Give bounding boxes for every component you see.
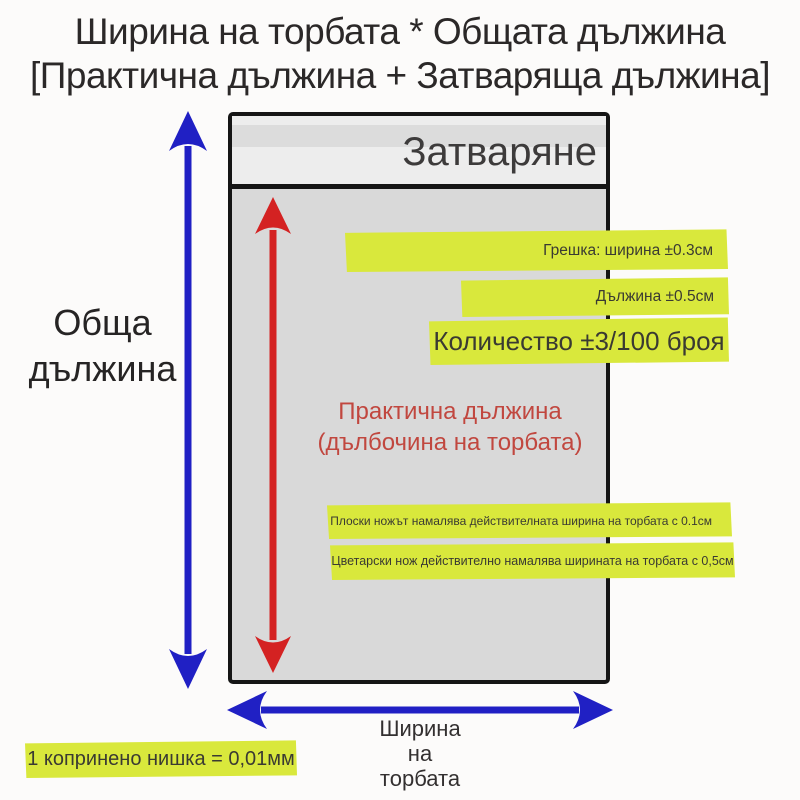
highlight-length-tolerance-text: Дължина ±0.5см <box>595 288 714 305</box>
total-length-line-2: дължина <box>28 348 177 389</box>
title-line-1: Ширина на торбата * Общата дължина <box>74 11 726 52</box>
highlight-length-tolerance: Дължина ±0.5см <box>461 277 729 317</box>
total-length-label: Обща дължина <box>10 300 195 392</box>
highlight-error-width-text: Грешка: ширина ±0.3см <box>543 241 713 259</box>
practical-length-label: Практична дължина (дълбочина на торбата) <box>300 396 600 458</box>
total-length-arrow-icon <box>169 111 207 689</box>
flap-label: Затваряне <box>402 130 597 174</box>
highlight-error-width: Грешка: ширина ±0.3см <box>345 229 728 272</box>
practical-length-line-1: Практична дължина <box>338 398 562 425</box>
highlight-quantity-text: Количество ±3/100 броя <box>433 325 725 356</box>
highlight-quantity: Количество ±3/100 броя <box>429 317 729 365</box>
flap-adhesive-stripe <box>232 125 606 147</box>
bag-closing-flap: Затваряне <box>232 116 606 189</box>
practical-length-line-2: (дълбочина на торбата) <box>317 429 583 456</box>
highlight-florist-knife: Цветарски нож действително намалява шири… <box>330 542 735 580</box>
total-length-line-1: Обща <box>53 302 152 343</box>
page-title: Ширина на торбата * Общата дължина [Прак… <box>0 10 800 98</box>
title-line-2: [Практична дължина + Затваряща дължина] <box>30 55 770 96</box>
bag-illustration: Затваряне <box>228 112 610 684</box>
highlight-silk-thread-text: 1 копринено нишка = 0,01мм <box>27 747 295 770</box>
bag-width-line-1: Ширина <box>379 716 461 741</box>
bag-width-line-2: на <box>407 741 433 766</box>
bag-width-line-3: торбата <box>379 766 461 791</box>
highlight-silk-thread: 1 копринено нишка = 0,01мм <box>25 740 297 778</box>
highlight-flat-knife: Плоски ножът намалява действителната шир… <box>327 502 732 539</box>
highlight-florist-knife-text: Цветарски нож действително намалява шири… <box>331 554 734 568</box>
highlight-flat-knife-text: Плоски ножът намалява действителната шир… <box>330 513 712 528</box>
bag-width-label: Ширина на торбата <box>320 716 520 791</box>
